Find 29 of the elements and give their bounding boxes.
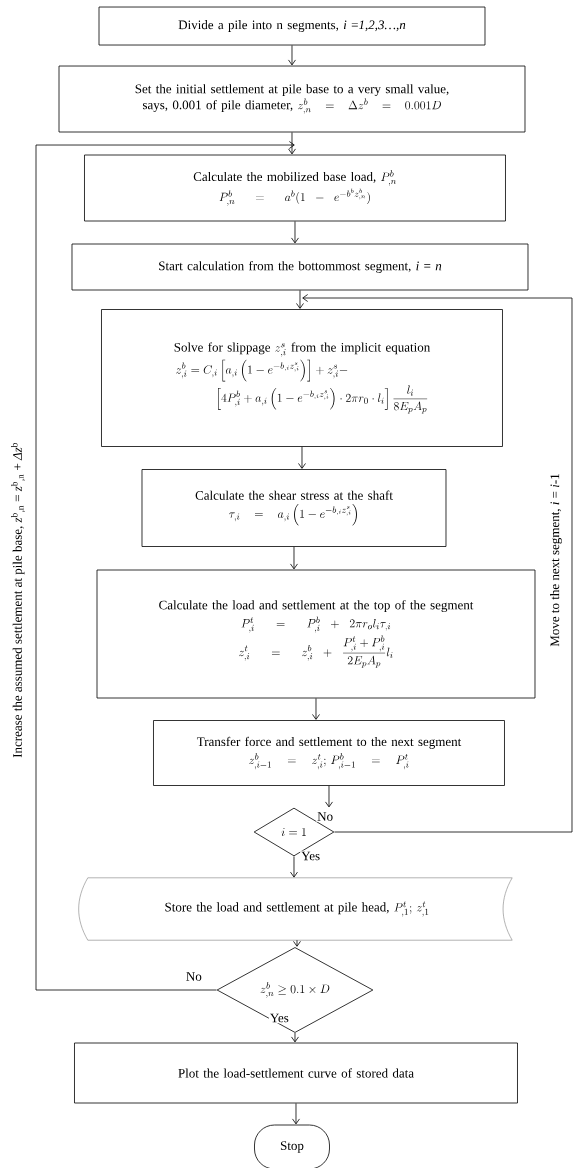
arrow xyxy=(288,45,296,66)
process-box: Transfer force and settlement to the next segment $z^b_{,i-1}=z^t_{,i};\,P^b_{,i-1}=P^t_{,i}$ xyxy=(153,720,505,786)
process-box: Set the initial settlement at pile base to a very small value, says, 0.001 of pile diameter, $z^b_{,n}=\Delta z^b=0.001D$ xyxy=(58,65,526,133)
arrow xyxy=(291,1032,299,1043)
arrow xyxy=(288,132,296,155)
arrow xyxy=(312,698,320,720)
side-label: Move to the next segment, i = i-1 xyxy=(549,472,563,648)
arrow xyxy=(325,785,333,808)
arrow xyxy=(291,221,299,244)
arrow xyxy=(290,856,298,878)
edge-label: No xyxy=(316,811,335,822)
edge-label: Yes xyxy=(268,1012,290,1024)
side-label: Increase the assumed settlement at pile base, z$^{b}$$_{,n}$ = z$^{b}$$_{,n}$ + Δz$^{b}$ xyxy=(10,441,26,759)
arrow xyxy=(292,1103,300,1125)
process-box: Divide a pile into n segments, i =1,2,3…,n xyxy=(98,6,486,46)
arrow xyxy=(298,446,306,469)
arrow xyxy=(35,141,295,991)
edge-label: Yes xyxy=(300,850,322,862)
process-box: Solve for slippage $z^s_{,i}$ from the implicit equation $\begin{aligned}z^b_{,i}&=C_{,i}\left[a_{,i}\left(1-e^{-b_{,i}z^s_{,i}}\right)\right]+z^s_{,i}-\\&\qquad\left[4P^b_{,i}+a_{,i}\left(1-e^{-b_{,i}z^s_{,i}}\right)\cdot 2\pi r_0\cdot l_i\right]\frac{l_i}{8E_pA_p}\end{aligned}$ xyxy=(101,309,503,447)
arrow xyxy=(296,290,304,309)
arrow xyxy=(293,939,301,947)
process-box: Plot the load-settlement curve of stored data xyxy=(74,1042,518,1104)
process-box: Calculate the load and settlement at the top of the segment $P^t_{,i}=P^b_{,i}+2\pi r_o l_i\tau_{,i}$ $z^t_{,i}=z^b_{,i}+\frac{P^t_{,i}+P^b_{,i}}{2E_pA_p}l_i$ xyxy=(96,569,536,699)
process-box: Calculate the shear stress at the shaft $\tau_{,i}=a_{,i}\left(1-e^{-b_{,i}z^s_{,i}}\right)$ xyxy=(141,469,447,547)
process-box: Start calculation from the bottommost segment, i = n xyxy=(71,243,529,291)
process-box: Calculate the mobilized base load, $P^b_{,n}$ $P^b_{,n}=a^b(1-e^{-b^b z^b_{,n}})$ xyxy=(84,154,506,222)
arrow xyxy=(290,546,298,570)
edge-label: No xyxy=(184,971,203,982)
arrow xyxy=(302,294,573,833)
